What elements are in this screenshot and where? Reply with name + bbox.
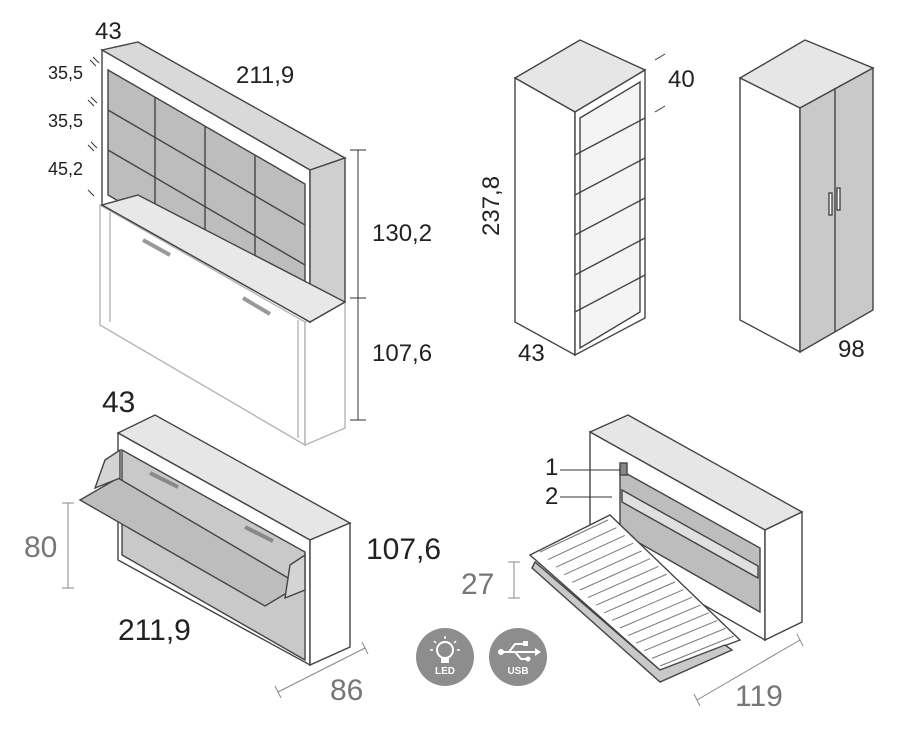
- bed-slat: [635, 612, 709, 644]
- led-badge: LED: [416, 628, 474, 686]
- mechanism-drawing: [528, 414, 804, 683]
- bed-slat: [651, 627, 726, 659]
- bed-bookcase-width-label: 211,9: [236, 62, 295, 89]
- bed-bookcase-lower-height-label: 107,6: [372, 340, 433, 367]
- lightbulb-icon: [430, 636, 460, 663]
- bed-slat: [547, 527, 617, 561]
- bed-slat: [619, 596, 693, 629]
- callout-2-label: 2: [545, 483, 559, 510]
- bed-bookcase-dimension-lines: [87, 56, 366, 421]
- bed-slat: [587, 565, 659, 599]
- shelf-height-label-3: 45,2: [48, 159, 84, 179]
- led-badge-label: LED: [435, 666, 455, 677]
- bed-slat: [555, 535, 626, 568]
- open-bed-drawing: [78, 414, 352, 667]
- mechanism-platform-height-label: 27: [461, 568, 495, 601]
- mechanism-callout-lines: [560, 469, 620, 498]
- open-bed-width-label: 211,9: [118, 614, 191, 647]
- bed-slat: [539, 519, 609, 553]
- bookcase-dimension-lines: [654, 53, 666, 113]
- bed-slat: [643, 620, 718, 652]
- bookcase-height-label: 237,8: [478, 175, 505, 236]
- wardrobe-drawing: [738, 39, 875, 354]
- bed-slat: [659, 635, 735, 667]
- open-bed-dimension-lines: [62, 502, 369, 699]
- bed-slat: [563, 542, 634, 576]
- bed-slat: [579, 558, 651, 591]
- usb-icon: [498, 641, 541, 662]
- shelf-height-label-2: 35,5: [48, 111, 84, 131]
- open-bed-depth-label: 43: [102, 386, 136, 419]
- bookcase-depth-label: 40: [668, 66, 695, 93]
- mechanism-dimension-lines: [508, 561, 804, 707]
- mechanism-slats: [539, 519, 735, 667]
- bed-slat: [571, 550, 642, 583]
- callout-1-label: 1: [545, 454, 559, 481]
- bed-slat: [595, 573, 668, 606]
- bed-slat: [627, 604, 701, 637]
- bed-bookcase-drawing: [99, 41, 347, 447]
- bed-bookcase-depth-label: 43: [95, 18, 122, 45]
- usb-badge-label: USB: [507, 666, 529, 677]
- open-bed-base-depth-label: 86: [330, 674, 364, 707]
- bed-slat: [603, 581, 676, 614]
- bookcase-drawing: [513, 39, 647, 357]
- bookcase-width-label: 43: [518, 340, 545, 367]
- open-bed-height-label: 80: [24, 531, 58, 564]
- usb-badge: USB: [489, 628, 547, 686]
- bed-bookcase-upper-height-label: 130,2: [372, 220, 433, 247]
- mechanism-width-label: 119: [735, 680, 783, 713]
- shelf-height-label-1: 35,5: [48, 63, 84, 83]
- bed-slat: [611, 589, 684, 621]
- open-bed-closed-height-label: 107,6: [366, 533, 442, 566]
- wardrobe-width-label: 98: [838, 336, 865, 363]
